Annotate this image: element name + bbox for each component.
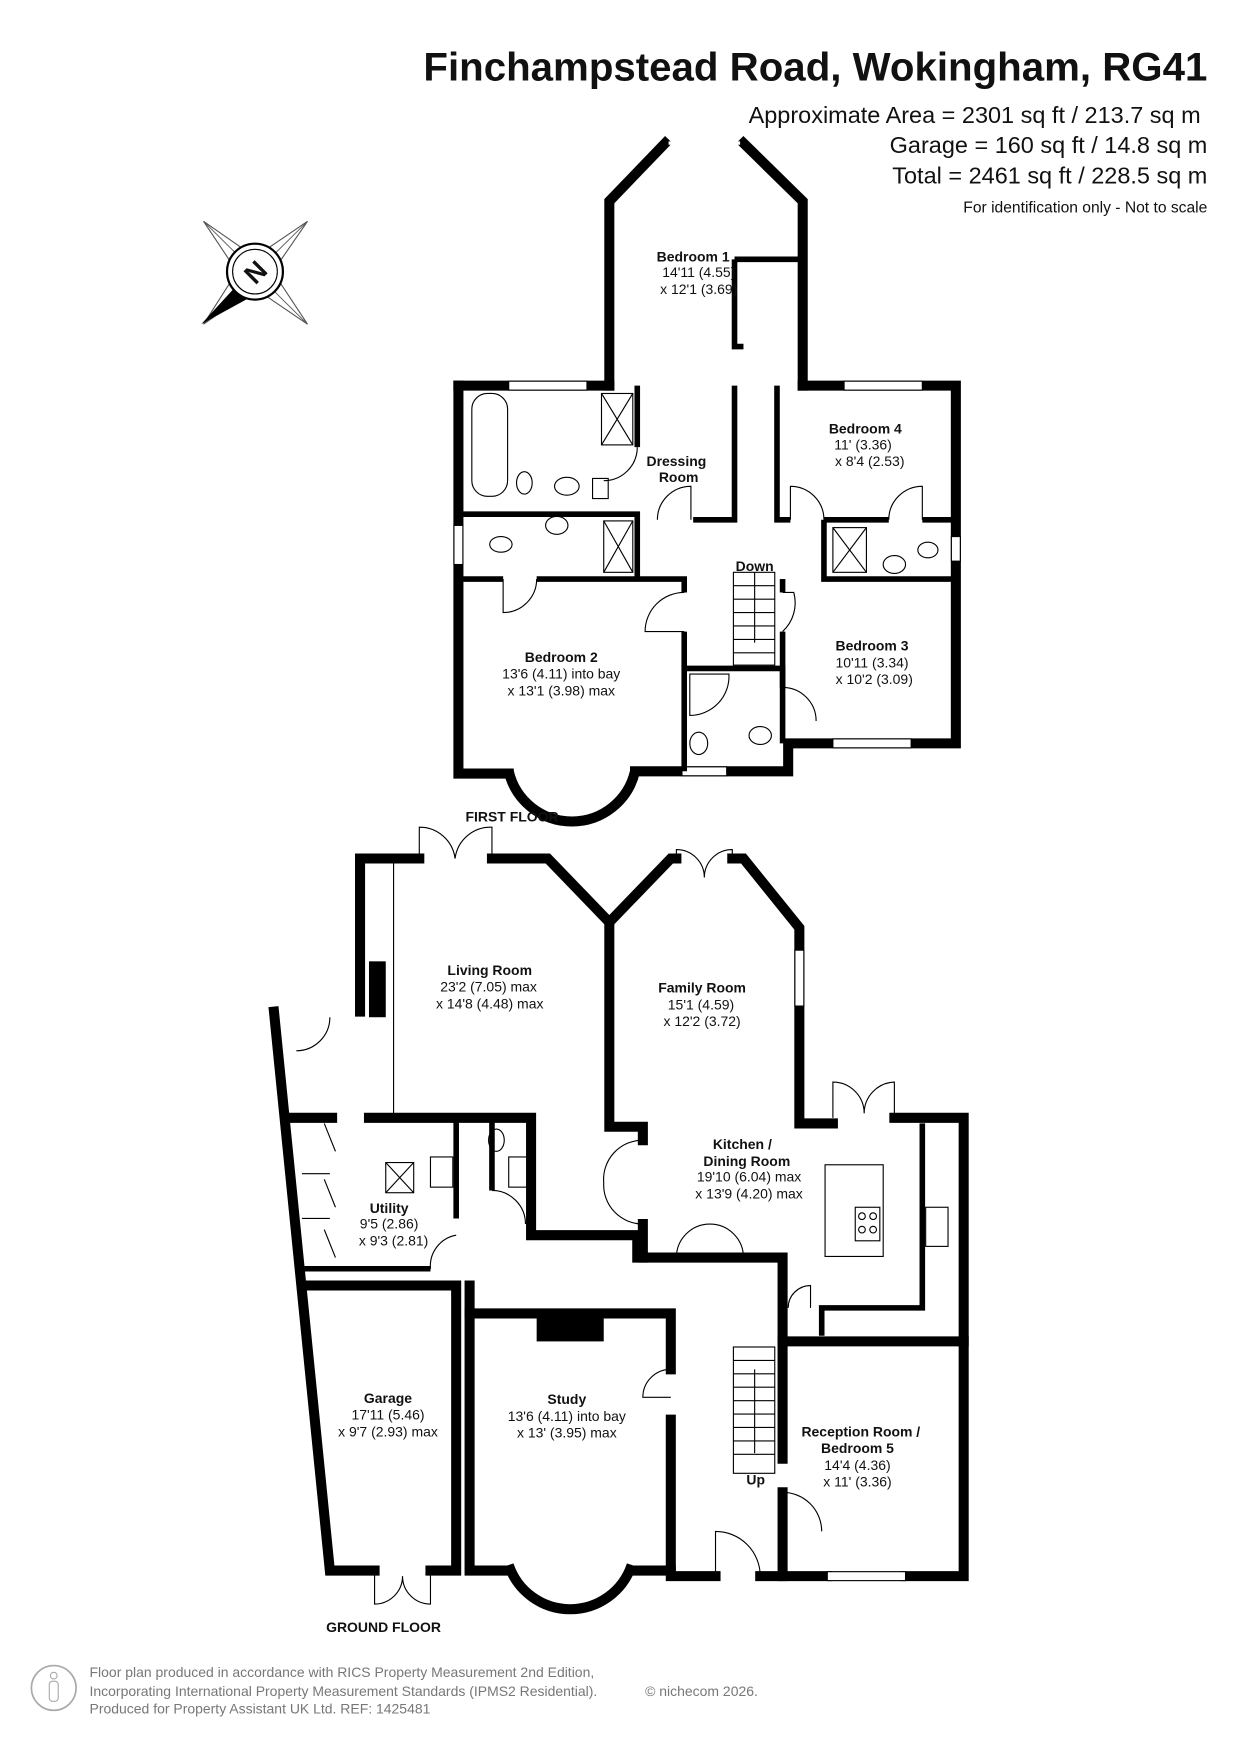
bedroom-2-dim-1: 13'6 (4.11) into bay (502, 666, 620, 682)
area-total: Total = 2461 sq ft / 228.5 sq m (892, 162, 1207, 188)
ground-floor-plan (268, 826, 969, 1615)
ground-floor-label: GROUND FLOOR (326, 1619, 441, 1635)
first-floor-label: FIRST FLOOR (466, 809, 559, 825)
first-floor-stairs-label: Down (736, 558, 774, 574)
kitchen-dim-1: 19'10 (6.04) max (697, 1169, 801, 1185)
living-room-label: Living Room (447, 962, 532, 978)
living-room-dim-1: 23'2 (7.05) max (440, 979, 537, 995)
first-floor-plan (453, 135, 961, 827)
study-dim-2: x 13' (3.95) max (517, 1425, 617, 1441)
kitchen-label-2: Dining Room (703, 1153, 790, 1169)
study-label: Study (547, 1391, 586, 1407)
plan-title: Finchampstead Road, Wokingham, RG41 (423, 44, 1207, 89)
compass-icon: N (201, 220, 308, 325)
area-approx: Approximate Area = 2301 sq ft / 213.7 sq… (749, 102, 1201, 128)
family-room-dim-2: x 12'2 (3.72) (663, 1013, 740, 1029)
footer-line-2: Incorporating International Property Mea… (90, 1683, 598, 1699)
bedroom-3-dim-1: 10'11 (3.34) (835, 654, 908, 670)
footer-line-3: Produced for Property Assistant UK Ltd. … (90, 1701, 431, 1717)
living-room-dim-2: x 14'8 (4.48) max (436, 995, 543, 1011)
study-dim-1: 13'6 (4.11) into bay (508, 1408, 626, 1424)
person-scale-icon (30, 1664, 77, 1712)
dressing-room-label-1: Dressing (647, 453, 707, 469)
reception-room-label-1: Reception Room / (801, 1423, 920, 1439)
utility-label: Utility (370, 1200, 409, 1216)
kitchen-dim-2: x 13'9 (4.20) max (695, 1185, 802, 1201)
area-garage: Garage = 160 sq ft / 14.8 sq m (890, 132, 1208, 158)
bedroom-1-dim-2: x 12'1 (3.69) (660, 281, 737, 297)
ground-floor-stairs (732, 1346, 776, 1474)
garage-dim-1: 17'11 (5.46) (351, 1407, 424, 1423)
footer-line-1: Floor plan produced in accordance with R… (90, 1664, 595, 1680)
bedroom-4-label: Bedroom 4 (829, 421, 902, 437)
utility-dim-2: x 9'3 (2.81) (359, 1232, 428, 1248)
kitchen-label-1: Kitchen / (713, 1136, 772, 1152)
reception-room-dim-1: 14'4 (4.36) (824, 1457, 890, 1473)
bedroom-4-dim-2: x 8'4 (2.53) (835, 453, 904, 469)
bedroom-3-dim-2: x 10'2 (3.09) (836, 671, 913, 687)
family-room-label: Family Room (658, 980, 746, 996)
garage-label: Garage (364, 1390, 412, 1406)
family-room-dim-1: 15'1 (4.59) (668, 996, 734, 1012)
dressing-room-label-2: Room (659, 469, 699, 485)
bedroom-1-dim-1: 14'11 (4.55) (662, 264, 735, 280)
footer-copyright: © nichecom 2026. (645, 1683, 758, 1699)
bedroom-1-label: Bedroom 1 (657, 249, 730, 265)
disclaimer: For identification only - Not to scale (963, 199, 1207, 216)
garage-dim-2: x 9'7 (2.93) max (338, 1423, 438, 1439)
reception-room-label-2: Bedroom 5 (821, 1440, 894, 1456)
ground-floor-stairs-label: Up (746, 1471, 765, 1487)
utility-dim-1: 9'5 (2.86) (360, 1216, 419, 1232)
first-floor-stairs (732, 571, 776, 666)
bedroom-2-dim-2: x 13'1 (3.98) max (508, 682, 615, 698)
bedroom-3-label: Bedroom 3 (836, 638, 909, 654)
reception-room-dim-2: x 11' (3.36) (823, 1474, 891, 1490)
bedroom-2-label: Bedroom 2 (525, 649, 598, 665)
bedroom-4-dim-1: 11' (3.36) (834, 436, 892, 452)
